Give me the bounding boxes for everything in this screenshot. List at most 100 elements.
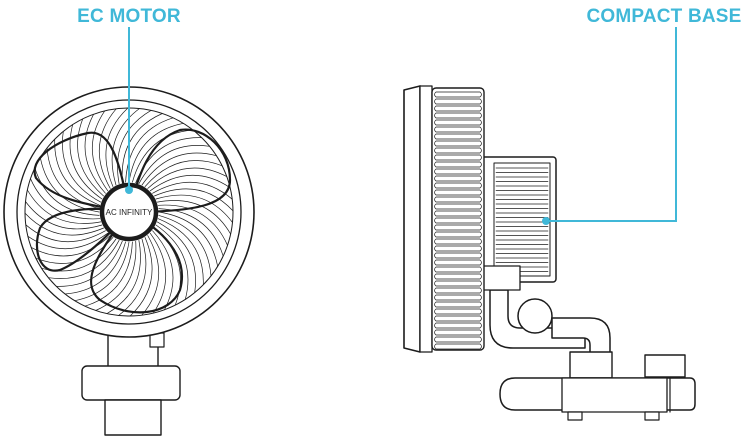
side-grille [403, 85, 485, 353]
grille-fin [434, 343, 482, 350]
grille-fin [434, 189, 482, 196]
grille-fin [434, 273, 482, 280]
fan-blade-2 [127, 128, 232, 214]
fan-blade-3 [89, 210, 183, 314]
grille-spoke [128, 122, 184, 183]
grille-spoke [117, 110, 152, 185]
grille-fin [434, 147, 482, 154]
grille-spoke [138, 145, 210, 185]
compact-base-leader-line [546, 27, 677, 222]
grille-spoke [132, 129, 194, 183]
grille-fin [434, 336, 482, 343]
ec-motor-callout: EC MOTOR [77, 6, 181, 194]
grille-fin [434, 266, 482, 273]
grille-spoke [158, 211, 219, 267]
grille-spoke [105, 107, 129, 187]
grille-spoke [121, 113, 163, 184]
grille-spoke [27, 189, 102, 224]
grille-fin [434, 182, 482, 189]
front-view-fan: AC INFINITY [3, 86, 255, 436]
grille-spoke [125, 117, 174, 183]
grille-spoke [149, 174, 231, 192]
grille-fin [434, 315, 482, 322]
grille-spoke [30, 178, 101, 220]
grille-spoke [91, 110, 109, 192]
grille-spoke [64, 241, 126, 295]
grille-spokes [24, 107, 234, 317]
side-clamp-base [489, 289, 696, 421]
grille-fin [434, 245, 482, 252]
grille-spoke [154, 188, 234, 212]
hub-label: AC INFINITY [106, 208, 153, 217]
fan-blade-4 [35, 207, 131, 272]
grille-spoke [27, 232, 109, 250]
grille-fin [434, 91, 482, 98]
grille-spoke [99, 108, 117, 189]
grille-spoke [25, 224, 106, 242]
grille-spoke [34, 167, 100, 216]
grille-spoke [74, 241, 130, 302]
grille-spoke [30, 235, 111, 257]
grille-fin [434, 154, 482, 161]
compact-base-marker-dot [542, 217, 550, 225]
grille-fin [434, 168, 482, 175]
grille-fin [434, 203, 482, 210]
grille-spoke [48, 239, 120, 279]
grille-spoke [141, 235, 159, 316]
grille-spoke [84, 241, 133, 307]
grille-fin [434, 252, 482, 259]
side-view-fan [403, 85, 696, 421]
grille-spoke [46, 147, 100, 209]
compact-base-label: COMPACT BASE [586, 6, 741, 27]
grille-fin [434, 126, 482, 133]
grille-fin [434, 210, 482, 217]
grille-spoke [54, 138, 101, 206]
grille-spoke [77, 118, 104, 197]
grille-spoke [95, 240, 137, 311]
grille-spoke [111, 108, 140, 186]
motor-housing [479, 156, 557, 291]
compact-base-callout: COMPACT BASE [542, 6, 741, 225]
grille-fin [434, 294, 482, 301]
grille-spoke [158, 215, 212, 277]
grille-spoke [144, 160, 223, 187]
grille-spoke [25, 201, 103, 230]
grille-spoke [24, 212, 104, 236]
grille-fin [434, 224, 482, 231]
grille-fin [434, 287, 482, 294]
grille-fin [434, 238, 482, 245]
grille-spoke [152, 230, 174, 311]
grille-fin [434, 133, 482, 140]
grille-fin [434, 280, 482, 287]
grille-spoke [141, 152, 217, 186]
grille-fin [434, 308, 482, 315]
grille-fin [434, 175, 482, 182]
grille-spoke [55, 240, 123, 287]
grille-fin [434, 196, 482, 203]
grille-fin [434, 217, 482, 224]
grille-spoke [149, 232, 167, 314]
grille-fin [434, 322, 482, 329]
grille-fin [434, 119, 482, 126]
grille-spoke [155, 194, 233, 223]
grille-spoke [147, 167, 228, 189]
grille-spoke [157, 218, 204, 286]
grille-fin [434, 98, 482, 105]
grille-fin [434, 161, 482, 168]
ec-motor-marker-dot [125, 186, 133, 194]
fan-blades [33, 128, 232, 314]
grille-spoke [84, 113, 106, 194]
grille-fin [434, 140, 482, 147]
grille-fin [434, 301, 482, 308]
grille-fin [434, 329, 482, 336]
grille-fins [434, 91, 482, 350]
ec-motor-label: EC MOTOR [77, 6, 181, 27]
fan-blade-1 [33, 131, 131, 214]
grille-spoke [158, 208, 224, 257]
grille-fin [434, 112, 482, 119]
grille-spoke [156, 221, 196, 293]
grille-spoke [129, 237, 153, 317]
grille-fin [434, 259, 482, 266]
grille-fin [434, 231, 482, 238]
